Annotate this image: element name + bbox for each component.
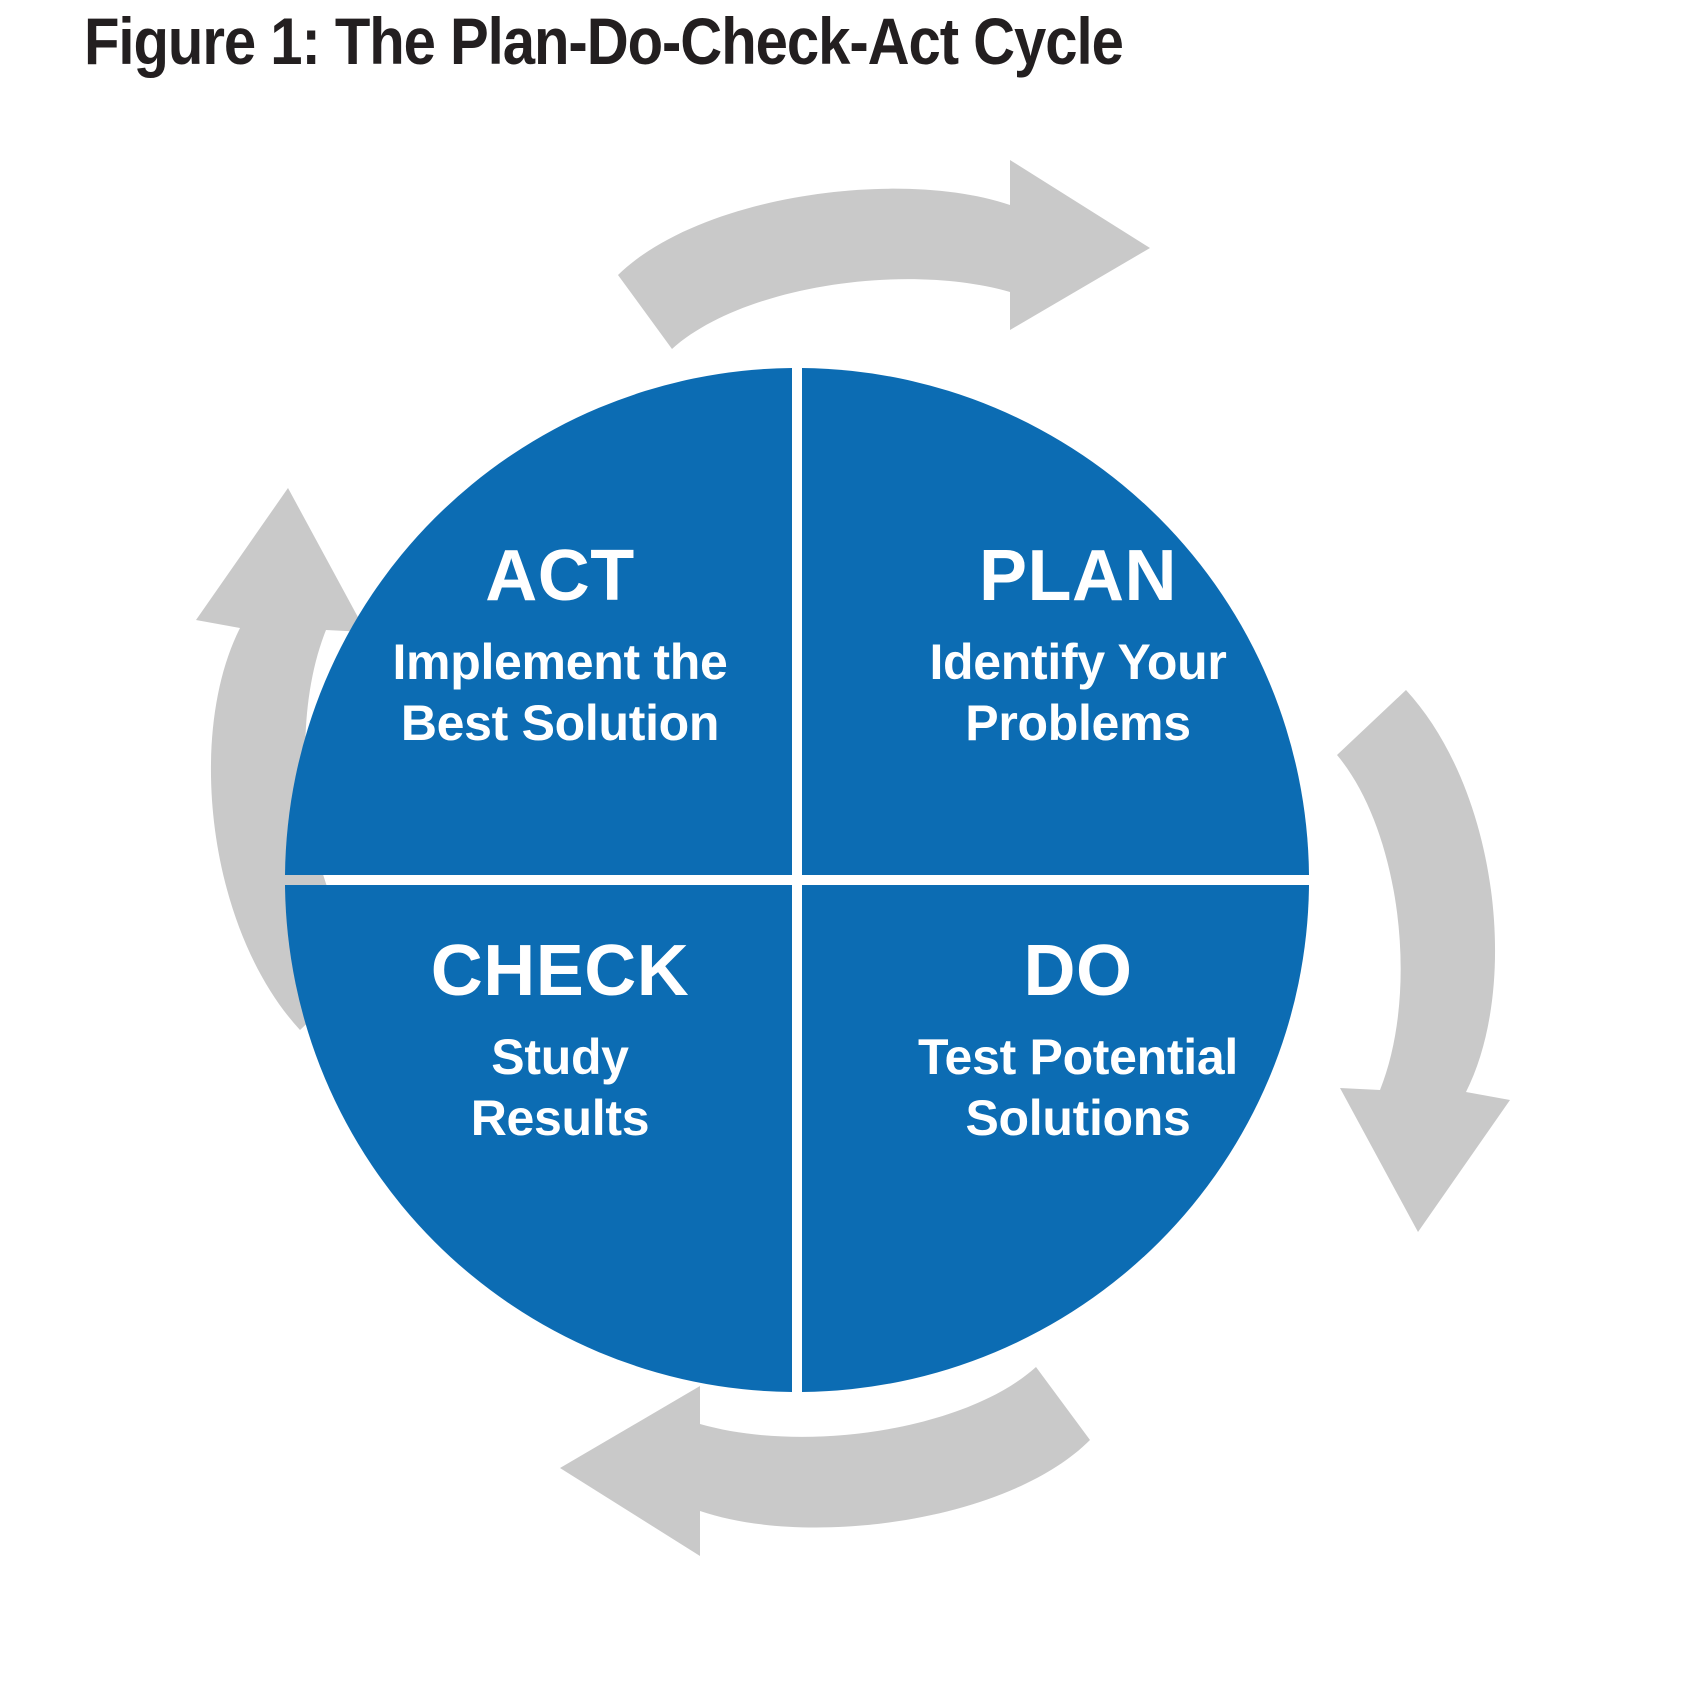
page-title: Figure 1: The Plan-Do-Check-Act Cycle [84,4,1124,78]
quadrant-do[interactable] [802,885,1309,1392]
quadrant-plan[interactable] [802,368,1309,875]
quadrant-check[interactable] [285,885,792,1392]
quadrant-act[interactable] [285,368,792,875]
pdca-wheel [285,368,1309,1392]
curved-arrow-left-icon [560,1367,1090,1556]
curved-arrow-down-icon [1337,690,1510,1232]
curved-arrow-right-icon [618,160,1150,349]
